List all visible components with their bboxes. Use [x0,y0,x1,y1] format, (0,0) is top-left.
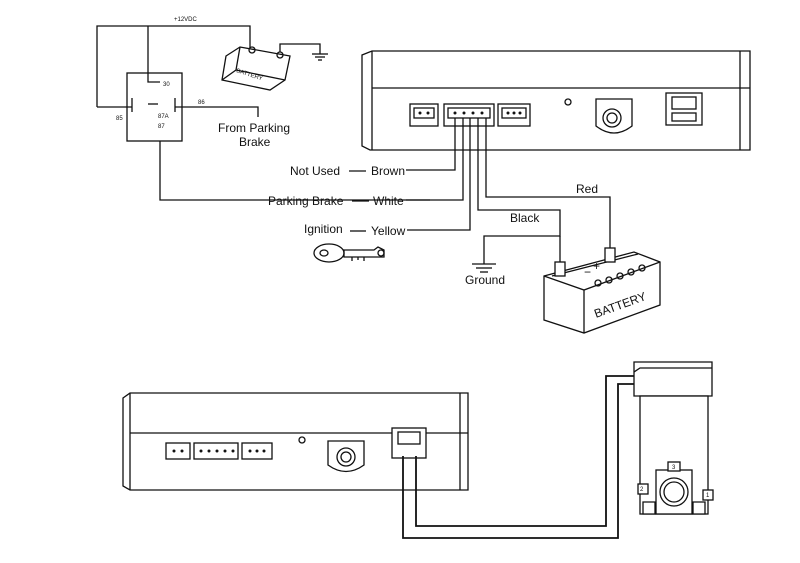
relay-pin-85: 85 [116,116,123,122]
battery-plus: + [593,259,600,273]
relay-pin-30: 30 [163,82,170,88]
small-battery: BATTERY [221,43,328,91]
label-red: Red [576,182,598,196]
ignition-key-icon [313,243,385,263]
ground-icon [472,258,496,273]
pressure-switch: 3 2 1 [633,361,714,515]
label-brown: Brown [371,164,405,178]
label-ignition: Ignition [304,222,343,236]
label-yellow: Yellow [371,224,406,238]
switch-pin-3: 3 [672,465,676,471]
label-ground: Ground [465,273,505,287]
switch-pin-2: 2 [640,487,644,493]
control-module-bottom [122,392,469,491]
battery-minus: − [584,265,591,279]
from-parking-brake-line1: From Parking [218,121,290,135]
switch-pin-1: 1 [706,493,710,499]
supply-label: +12VDC [174,17,198,23]
relay-pin-87a: 87A [158,114,169,120]
label-black: Black [510,211,540,225]
label-white: White [373,194,404,208]
relay-pin-86: 86 [198,100,205,106]
relay-circuit: +12VDC 30 86 85 87A 87 [96,17,430,201]
large-battery: − + BATTERY [543,247,661,334]
relay-pin-87: 87 [158,124,165,130]
from-parking-brake-line2: Brake [239,135,271,149]
label-not-used: Not Used [290,164,340,178]
relay-box [126,72,183,142]
control-module-top [361,50,751,151]
label-parking-brake: Parking Brake [268,194,344,208]
